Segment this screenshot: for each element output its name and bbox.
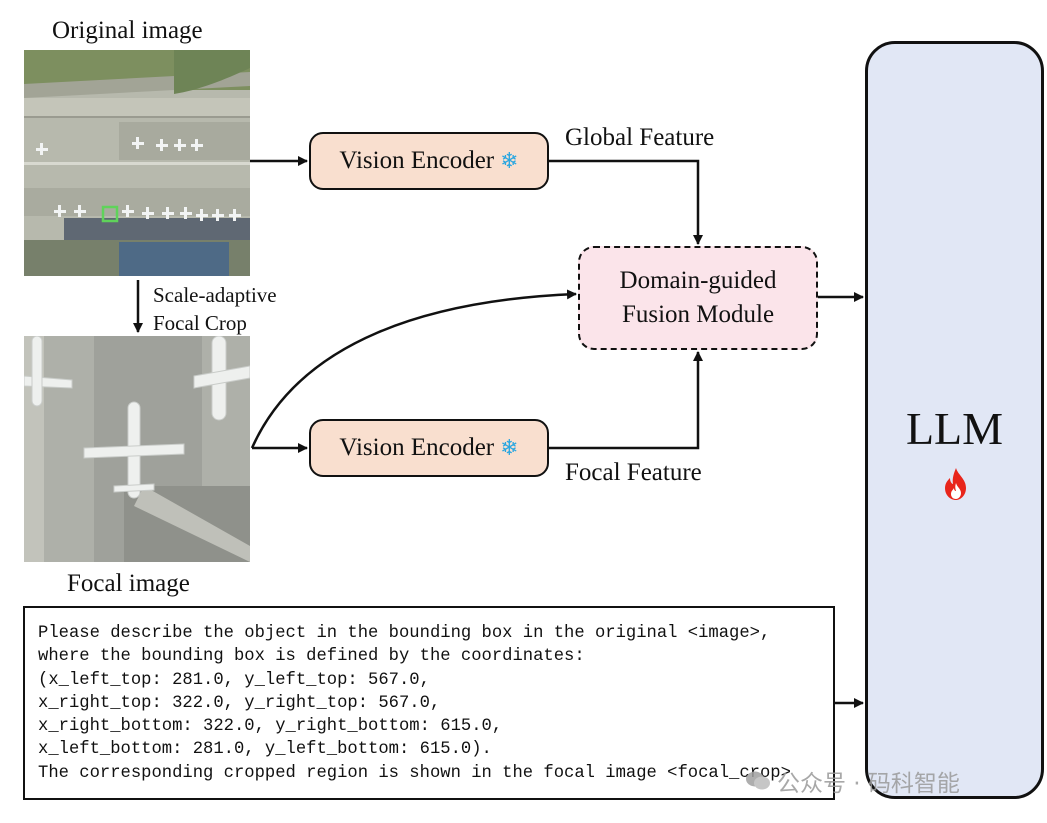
fusion-module-line1: Domain-guided: [619, 267, 777, 295]
focal-image-caption: Focal image: [67, 570, 190, 597]
original-image-caption: Original image: [52, 17, 203, 44]
prompt-line: x_left_bottom: 281.0, y_left_bottom: 615…: [38, 740, 492, 760]
global-feature-label: Global Feature: [565, 124, 715, 151]
snowflake-icon: ❄: [500, 148, 519, 174]
vision-encoder-focal: Vision Encoder ❄: [309, 419, 549, 477]
prompt-line: The corresponding cropped region is show…: [38, 763, 791, 783]
fusion-module: Domain-guided Fusion Module: [578, 246, 818, 350]
llm-label: LLM: [905, 403, 1004, 454]
prompt-text-box: Please describe the object in the boundi…: [23, 606, 835, 800]
prompt-line: (x_left_top: 281.0, y_left_top: 567.0,: [38, 670, 430, 690]
prompt-line: x_right_bottom: 322.0, y_right_bottom: 6…: [38, 717, 503, 737]
fusion-module-line2: Fusion Module: [621, 301, 775, 328]
prompt-line: Please describe the object in the boundi…: [38, 624, 771, 643]
prompt-line: where the bounding box is defined by the…: [38, 647, 585, 667]
vision-encoder-label: Vision Encoder: [339, 434, 495, 461]
watermark: 公众号 · 码科智能: [745, 764, 960, 798]
focal-feature-label: Focal Feature: [565, 459, 702, 486]
focal-crop-label: Scale-adaptive Focal Crop: [153, 281, 277, 337]
vision-encoder-label: Vision Encoder: [339, 147, 495, 174]
vision-encoder-global: Vision Encoder ❄: [309, 132, 549, 190]
llm-block: LLM: [865, 41, 1044, 799]
fire-icon: [945, 468, 966, 500]
snowflake-icon: ❄: [500, 435, 519, 461]
wechat-icon: [746, 771, 770, 790]
focal-crop-label-line2: Focal Crop: [153, 311, 247, 335]
prompt-line: x_right_top: 322.0, y_right_top: 567.0,: [38, 693, 441, 713]
focal-aerial-image: [24, 336, 250, 562]
watermark-text: 公众号 · 码科智能: [777, 771, 960, 797]
original-aerial-image: [24, 50, 250, 276]
focal-crop-label-line1: Scale-adaptive: [153, 283, 277, 307]
